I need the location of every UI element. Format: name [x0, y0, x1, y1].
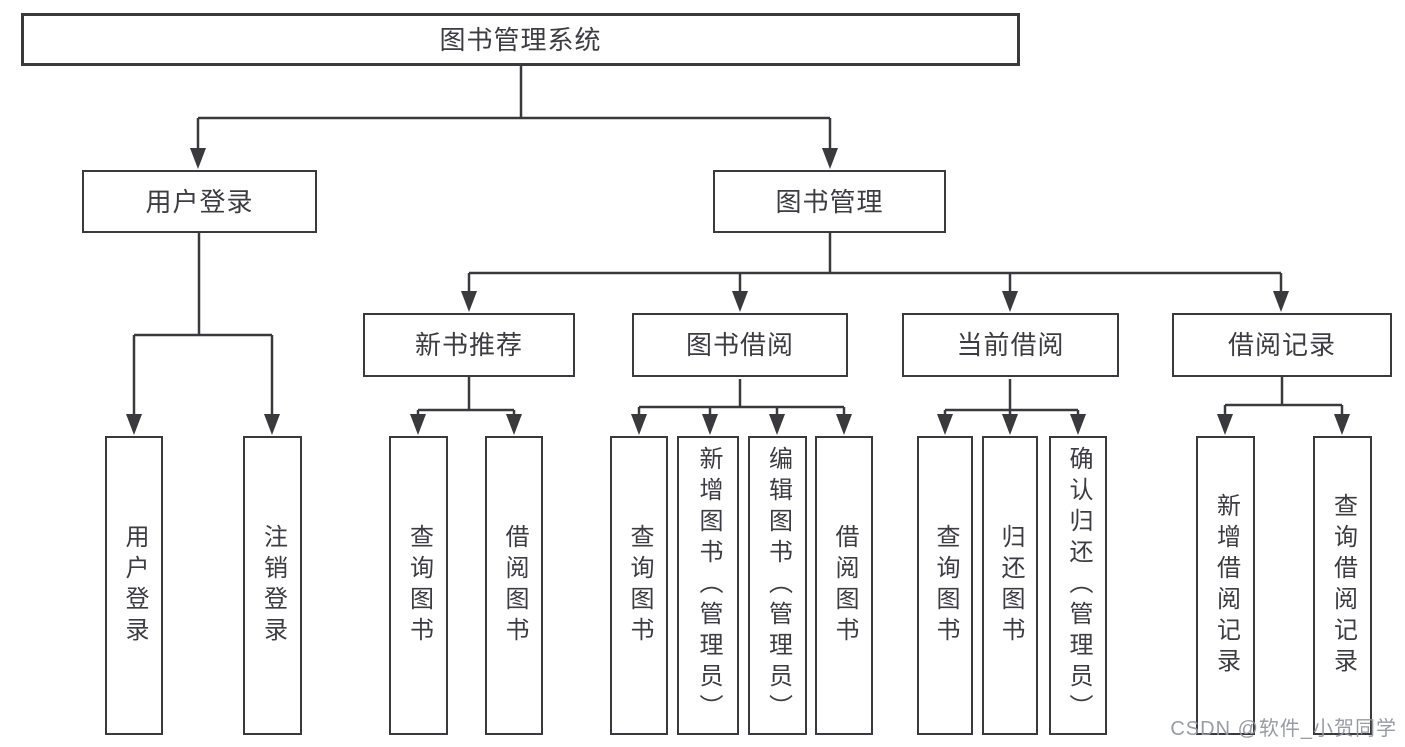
csdn-watermark: CSDN @软件_小贺同学	[1170, 718, 1397, 740]
node-book-management: 图书管理	[713, 170, 946, 233]
node-label: 注销登录	[259, 523, 287, 648]
arrow-icon	[1070, 414, 1086, 435]
connector-root	[196, 66, 832, 150]
leaf-query-books-borrow: 查询图书	[610, 436, 668, 735]
node-root: 图书管理系统	[21, 13, 1020, 66]
node-label: 新增图书（管理员）	[695, 446, 722, 725]
arrow-icon	[1217, 414, 1233, 435]
node-label: 查询图书	[405, 523, 433, 648]
node-label: 归还图书	[997, 523, 1024, 648]
node-borrow-records: 借阅记录	[1172, 313, 1392, 377]
leaf-edit-book-admin: 编辑图书（管理员）	[748, 436, 807, 735]
node-current-borrow: 当前借阅	[902, 313, 1119, 377]
connector-management	[467, 233, 1283, 293]
leaf-borrow-books: 借阅图书	[815, 436, 873, 735]
leaf-user-login: 用户登录	[105, 436, 163, 735]
node-label: 用户登录	[121, 523, 148, 648]
node-label: 编辑图书（管理员）	[764, 446, 792, 725]
connector-current	[943, 379, 1080, 418]
leaf-logout: 注销登录	[243, 436, 302, 735]
arrow-icon	[410, 414, 426, 435]
arrow-icon	[1002, 291, 1018, 312]
leaf-query-books-recommend: 查询图书	[389, 436, 448, 735]
arrow-icon	[461, 291, 477, 312]
leaf-query-borrow-record: 查询借阅记录	[1313, 436, 1372, 735]
leaf-add-book-admin: 新增图书（管理员）	[677, 436, 739, 735]
arrow-icon	[702, 414, 718, 435]
arrow-icon	[836, 414, 852, 435]
leaf-borrow-books-recommend: 借阅图书	[485, 436, 543, 735]
connector-recommend	[416, 377, 516, 418]
node-label: 借阅图书	[501, 523, 528, 648]
node-label: 图书借阅	[685, 330, 794, 360]
node-user-login-group: 用户登录	[82, 170, 317, 233]
arrow-icon	[1334, 414, 1350, 435]
node-label: 借阅记录	[1227, 330, 1336, 360]
arrow-icon	[937, 414, 953, 435]
arrow-icon	[506, 414, 522, 435]
connector-login	[132, 233, 274, 416]
node-new-book-recommend: 新书推荐	[363, 313, 575, 377]
arrow-icon	[769, 414, 785, 435]
connector-records	[1223, 374, 1344, 418]
arrow-icon	[1273, 291, 1289, 312]
node-label: 当前借阅	[956, 330, 1065, 360]
arrowheads	[126, 148, 1350, 435]
node-label: 新书推荐	[414, 330, 523, 360]
node-label: 查询图书	[626, 523, 653, 648]
leaf-add-borrow-record: 新增借阅记录	[1196, 436, 1255, 735]
node-label: 借阅图书	[831, 523, 858, 648]
node-label: 查询图书	[932, 523, 959, 648]
node-label: 新增借阅记录	[1212, 492, 1240, 679]
arrow-icon	[190, 148, 206, 169]
node-label: 图书管理	[775, 186, 884, 217]
node-label: 查询借阅记录	[1329, 492, 1357, 679]
arrow-icon	[822, 148, 838, 169]
arrow-icon	[732, 291, 748, 312]
node-label: 确认归还（管理员）	[1065, 446, 1092, 725]
arrow-icon	[1002, 414, 1018, 435]
connector-borrow	[637, 379, 846, 418]
arrow-icon	[264, 414, 280, 435]
arrow-icon	[631, 414, 647, 435]
node-book-borrow: 图书借阅	[632, 313, 848, 377]
leaf-return-book: 归还图书	[982, 436, 1038, 735]
leaf-query-books-current: 查询图书	[917, 436, 973, 735]
node-label: 用户登录	[145, 186, 254, 217]
arrow-icon	[126, 414, 142, 435]
leaf-confirm-return-admin: 确认归还（管理员）	[1049, 436, 1107, 735]
node-root-label: 图书管理系统	[439, 24, 602, 55]
